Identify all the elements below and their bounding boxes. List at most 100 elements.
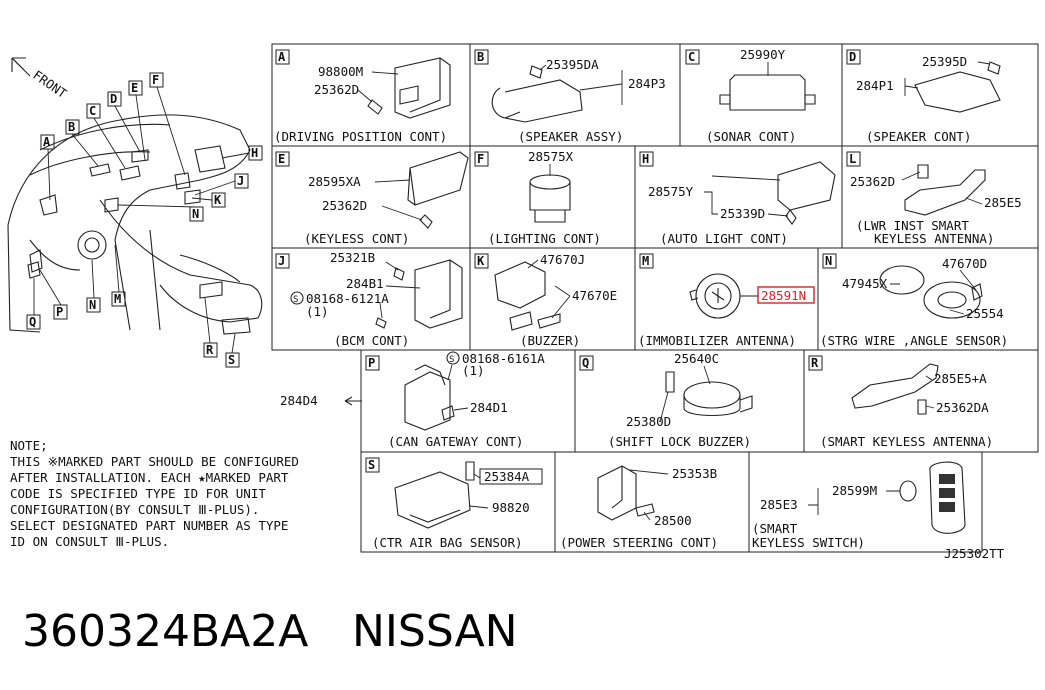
external-ref-label: 284D4	[280, 393, 318, 408]
svg-text:28599M: 28599M	[832, 483, 877, 498]
svg-text:25990Y: 25990Y	[740, 47, 786, 62]
svg-text:B: B	[477, 50, 484, 64]
panel-q-parts: 25640C 25380D	[626, 351, 753, 429]
caption-f: (LIGHTING CONT)	[488, 231, 601, 246]
panel-e-parts: 28595XA 25362D	[308, 151, 469, 229]
panel-j-parts: 25321B 284B1 S 08168-6121A (1)	[290, 250, 463, 329]
svg-text:H: H	[642, 152, 649, 166]
svg-text:25384A: 25384A	[484, 469, 530, 484]
caption-q: (SHIFT LOCK BUZZER)	[608, 434, 751, 449]
svg-text:08168-6161A: 08168-6161A	[462, 351, 545, 366]
panel-l-parts: 25362D 285E5	[850, 164, 1022, 216]
panel-smart-keyless-switch-parts: 28599M 285E3	[760, 461, 966, 534]
front-arrow: FRONT	[11, 57, 70, 101]
caption-d: (SPEAKER CONT)	[866, 129, 971, 144]
svg-text:CODE IS SPECIFIED TYPE ID FOR: CODE IS SPECIFIED TYPE ID FOR UNIT	[10, 486, 266, 501]
svg-text:28575Y: 28575Y	[648, 184, 694, 199]
callout-p: P	[56, 305, 63, 319]
panel-p-parts: S 08168-6161A (1) 284D1	[404, 351, 545, 431]
callout-h: H	[251, 146, 258, 160]
svg-text:98820: 98820	[492, 500, 530, 515]
caption-l: (LWR INST SMART	[856, 218, 969, 233]
panel-m-parts: 28591N	[689, 273, 815, 319]
caption-c: (SONAR CONT)	[706, 129, 796, 144]
callout-e: E	[131, 81, 138, 95]
dashboard-overview	[7, 114, 263, 335]
svg-text:25362D: 25362D	[850, 174, 895, 189]
caption-a: (DRIVING POSITION CONT)	[274, 129, 447, 144]
svg-text:E: E	[278, 152, 285, 166]
svg-text:(1): (1)	[306, 304, 329, 319]
svg-text:28595XA: 28595XA	[308, 174, 361, 189]
panel-h-parts: 28575Y 25339D	[648, 161, 836, 225]
svg-text:284P3: 284P3	[628, 76, 666, 91]
panel-b-parts: 25395DA 284P3	[491, 57, 666, 123]
svg-text:C: C	[688, 50, 695, 64]
svg-text:(1): (1)	[462, 363, 485, 378]
svg-text:47670D: 47670D	[942, 256, 987, 271]
svg-text:S: S	[368, 458, 375, 472]
overview-callouts: A B C D E F H J K N M N P Q R S	[26, 72, 263, 368]
key-button-3-icon	[939, 502, 955, 512]
caption-smart-keyless-1: (SMART	[752, 521, 798, 536]
caption-j: (BCM CONT)	[334, 333, 409, 348]
svg-text:28500: 28500	[654, 513, 692, 528]
svg-text:47670E: 47670E	[572, 288, 617, 303]
svg-text:284P1: 284P1	[856, 78, 894, 93]
svg-text:SELECT DESIGNATED PART NUMBER: SELECT DESIGNATED PART NUMBER AS TYPE	[10, 518, 288, 533]
svg-text:P: P	[368, 356, 375, 370]
svg-text:284D1: 284D1	[470, 400, 508, 415]
panel-d-parts: 25395D 284P1	[856, 54, 1001, 113]
svg-text:AFTER INSTALLATION. EACH ★MARK: AFTER INSTALLATION. EACH ★MARKED PART	[10, 470, 289, 485]
callout-l: N	[192, 207, 199, 221]
svg-text:25554: 25554	[966, 306, 1004, 321]
svg-text:285E5: 285E5	[984, 195, 1022, 210]
callout-j: J	[237, 174, 244, 188]
key-button-1-icon	[939, 474, 955, 484]
svg-text:98800M: 98800M	[318, 64, 363, 79]
svg-text:28575X: 28575X	[528, 149, 574, 164]
callout-b: B	[68, 120, 75, 134]
svg-text:25339D: 25339D	[720, 206, 765, 221]
svg-text:25640C: 25640C	[674, 351, 719, 366]
svg-text:F: F	[477, 152, 484, 166]
panel-letters: A B C D E F H L J K M N P Q R S	[275, 49, 861, 473]
svg-text:S: S	[449, 355, 454, 365]
panel-f-parts: 28575X	[528, 149, 574, 223]
svg-text:285E3: 285E3	[760, 497, 798, 512]
svg-text:25362D: 25362D	[322, 198, 367, 213]
callout-r: R	[206, 343, 214, 357]
caption-k: (BUZZER)	[520, 333, 580, 348]
note-block: NOTE; THIS ※MARKED PART SHOULD BE CONFIG…	[10, 438, 299, 549]
footer-part-number: 360324BA2A	[22, 606, 308, 657]
callout-n: N	[89, 298, 96, 312]
svg-text:ID ON CONSULT Ⅲ-PLUS.: ID ON CONSULT Ⅲ-PLUS.	[10, 534, 169, 549]
caption-power-steering: (POWER STEERING CONT)	[560, 535, 718, 550]
panel-r-parts: 285E5+A 25362DA	[851, 363, 989, 415]
svg-text:25362D: 25362D	[314, 82, 359, 97]
caption-s: (CTR AIR BAG SENSOR)	[372, 535, 523, 550]
callout-k: K	[214, 193, 222, 207]
callout-c: C	[89, 104, 96, 118]
svg-text:08168-6121A: 08168-6121A	[306, 291, 389, 306]
svg-text:25395D: 25395D	[922, 54, 967, 69]
highlight-box	[757, 286, 815, 304]
svg-text:A: A	[278, 50, 286, 64]
caption-h: (AUTO LIGHT CONT)	[660, 231, 788, 246]
caption-n: (STRG WIRE ,ANGLE SENSOR)	[820, 333, 1008, 348]
svg-text:25395DA: 25395DA	[546, 57, 599, 72]
callout-s: S	[228, 353, 235, 367]
caption-b: (SPEAKER ASSY)	[518, 129, 623, 144]
caption-e: (KEYLESS CONT)	[304, 231, 409, 246]
panel-s-parts: 25384A 98820	[394, 461, 543, 529]
front-label: FRONT	[30, 67, 70, 101]
svg-text:N: N	[825, 254, 832, 268]
svg-text:25380D: 25380D	[626, 414, 671, 429]
caption-p: (CAN GATEWAY CONT)	[388, 434, 523, 449]
callout-m: M	[114, 292, 121, 306]
drawing-code: J25302TT	[944, 546, 1005, 561]
panel-captions: (DRIVING POSITION CONT) (SPEAKER ASSY) (…	[274, 129, 1008, 550]
svg-text:47670J: 47670J	[540, 252, 585, 267]
